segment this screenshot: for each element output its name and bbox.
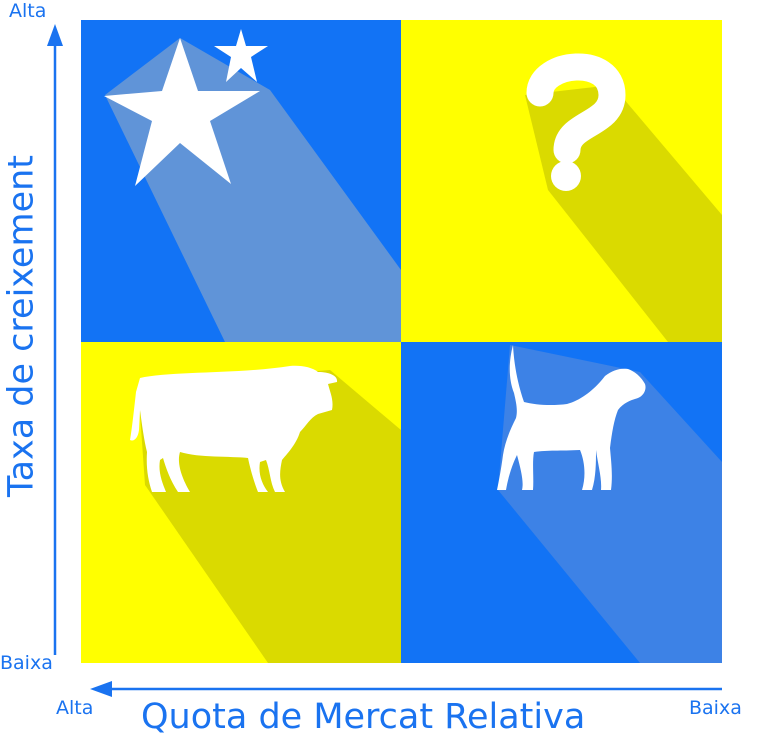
x-axis (90, 681, 722, 697)
x-axis-left-label: Alta (56, 697, 94, 719)
star-icon (104, 29, 268, 186)
y-axis-title: Taxa de creixement (1, 154, 42, 498)
x-axis-right-label: Baixa (689, 697, 742, 719)
y-axis-bottom-label: Baixa (0, 652, 53, 674)
question-mark-icon (526, 53, 626, 191)
y-axis-arrow-icon (47, 24, 63, 46)
x-axis-arrow-icon (90, 681, 112, 697)
x-axis-title: Quota de Mercat Relativa (141, 697, 586, 737)
y-axis (47, 24, 63, 655)
cow-icon (130, 365, 338, 492)
y-axis-top-label: Alta (9, 0, 47, 22)
dog-icon (497, 345, 646, 490)
